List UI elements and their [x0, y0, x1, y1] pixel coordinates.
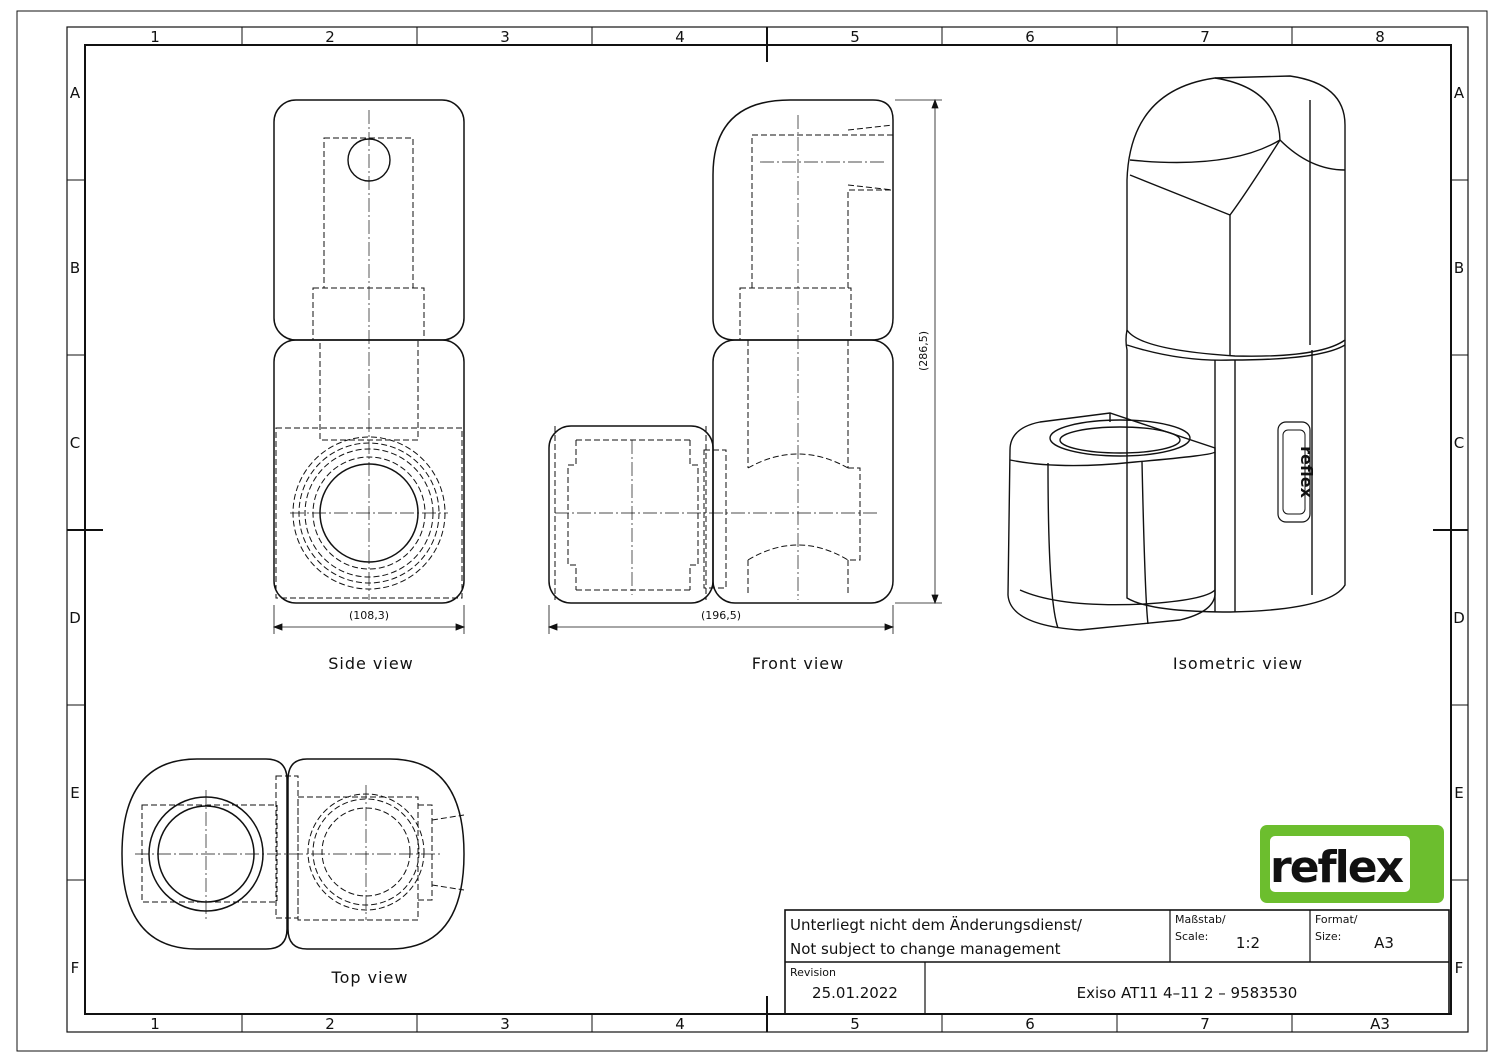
zone-col-3-top: 3 — [500, 28, 510, 46]
scale-value: 1:2 — [1236, 934, 1260, 952]
revision-label: Revision — [790, 966, 836, 979]
isometric-view-label: Isometric view — [1173, 654, 1303, 673]
format-value: A3 — [1374, 934, 1394, 952]
top-view-label: Top view — [331, 968, 409, 987]
zone-col-7-top: 7 — [1200, 28, 1210, 46]
zone-col-1-bottom: 1 — [150, 1015, 160, 1033]
reflex-logo — [1260, 825, 1444, 903]
isometric-badge-logo: reflex — [1297, 446, 1316, 498]
zone-row-c-left: C — [70, 434, 80, 452]
zone-row-c-right: C — [1454, 434, 1464, 452]
side-view-drawing — [273, 99, 465, 604]
zone-col-8-bottom: A3 — [1370, 1015, 1390, 1033]
reflex-logo-text: reflex — [1270, 842, 1404, 893]
zone-labels: 1 2 3 4 5 6 7 8 1 2 3 4 5 6 7 A3 A B C D… — [69, 28, 1465, 1033]
zone-row-a-right: A — [1454, 84, 1465, 102]
zone-col-6-top: 6 — [1025, 28, 1035, 46]
zone-row-b-right: B — [1454, 259, 1464, 277]
zone-row-d-right: D — [1453, 609, 1465, 627]
isometric-view-drawing — [1007, 75, 1346, 631]
zone-row-d-left: D — [69, 609, 81, 627]
zone-col-1-top: 1 — [150, 28, 160, 46]
front-view-label: Front view — [752, 654, 844, 673]
zone-col-8-top: 8 — [1375, 28, 1385, 46]
scale-label-german: Maßstab/ — [1175, 913, 1226, 926]
notice-english: Not subject to change management — [790, 940, 1061, 958]
scale-label-english: Scale: — [1175, 930, 1208, 943]
drawing-title: Exiso AT11 4–11 2 – 9583530 — [1077, 984, 1298, 1002]
zone-col-5-top: 5 — [850, 28, 860, 46]
title-block-lines — [784, 909, 1450, 1015]
side-view-width-dimension: (108,3) — [349, 609, 389, 622]
top-view-drawing — [121, 758, 465, 950]
zone-row-f-right: F — [1455, 959, 1464, 977]
zone-col-2-top: 2 — [325, 28, 335, 46]
zone-row-a-left: A — [70, 84, 81, 102]
front-view-width-dimension: (196,5) — [701, 609, 741, 622]
zone-grid-ticks — [67, 27, 1468, 1032]
zone-col-3-bottom: 3 — [500, 1015, 510, 1033]
zone-row-f-left: F — [71, 959, 80, 977]
side-view-dimension — [272, 605, 466, 634]
notice-german: Unterliegt nicht dem Änderungsdienst/ — [790, 915, 1083, 934]
zone-col-6-bottom: 6 — [1025, 1015, 1035, 1033]
front-view-drawing — [548, 99, 894, 604]
front-view-height-dimension: (286,5) — [917, 331, 930, 371]
zone-row-e-left: E — [70, 784, 79, 802]
side-view-label: Side view — [328, 654, 414, 673]
zone-col-7-bottom: 7 — [1200, 1015, 1210, 1033]
title-block-text: Unterliegt nicht dem Änderungsdienst/ No… — [790, 913, 1394, 1002]
zone-row-e-right: E — [1454, 784, 1463, 802]
revision-date: 25.01.2022 — [812, 984, 898, 1002]
format-label-english: Size: — [1315, 930, 1341, 943]
zone-row-b-left: B — [70, 259, 80, 277]
zone-col-4-top: 4 — [675, 28, 685, 46]
zone-col-2-bottom: 2 — [325, 1015, 335, 1033]
zone-col-4-bottom: 4 — [675, 1015, 685, 1033]
format-label-german: Format/ — [1315, 913, 1358, 926]
front-view-dimensions — [547, 98, 942, 634]
zone-col-5-bottom: 5 — [850, 1015, 860, 1033]
